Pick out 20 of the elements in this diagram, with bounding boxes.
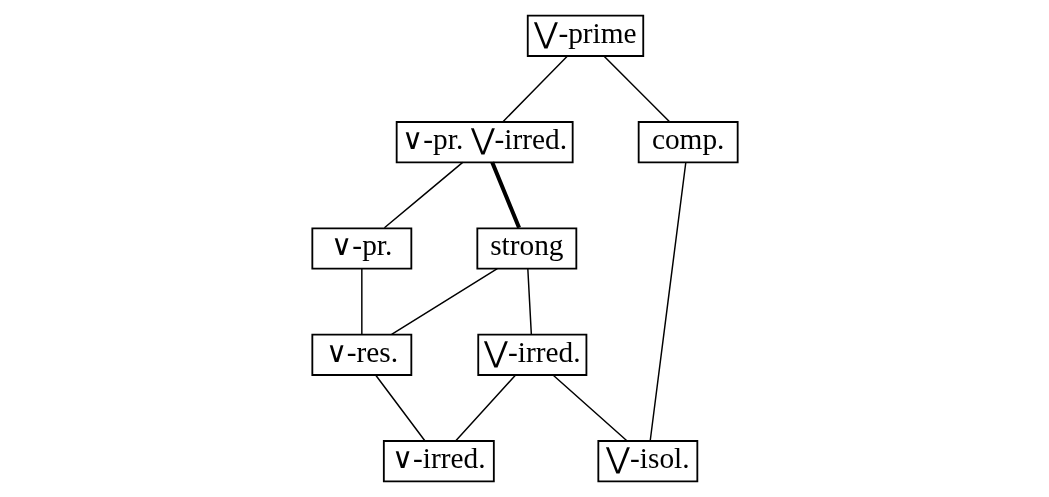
connector [383, 161, 463, 229]
connector [602, 55, 670, 123]
connector [649, 162, 686, 441]
node-box: ∨-res. [310, 333, 412, 376]
node-box: ⋁-irred. [476, 333, 587, 376]
node-box: strong [475, 227, 577, 270]
connector [502, 55, 568, 123]
connector [489, 161, 521, 229]
connector [374, 374, 425, 442]
node-box: ∨-pr. ⋁-irred. [395, 121, 574, 164]
node-box: ∨-pr. [310, 227, 412, 270]
connector [551, 374, 627, 442]
connector [454, 374, 516, 442]
connector [390, 267, 498, 336]
node-box: comp. [637, 121, 739, 164]
connector [526, 267, 532, 335]
connector [360, 267, 363, 335]
node-box: ⋁-isol. [596, 440, 698, 483]
node-box: ⋁-prime [526, 14, 644, 57]
node-box: ∨-irred. [382, 440, 495, 483]
